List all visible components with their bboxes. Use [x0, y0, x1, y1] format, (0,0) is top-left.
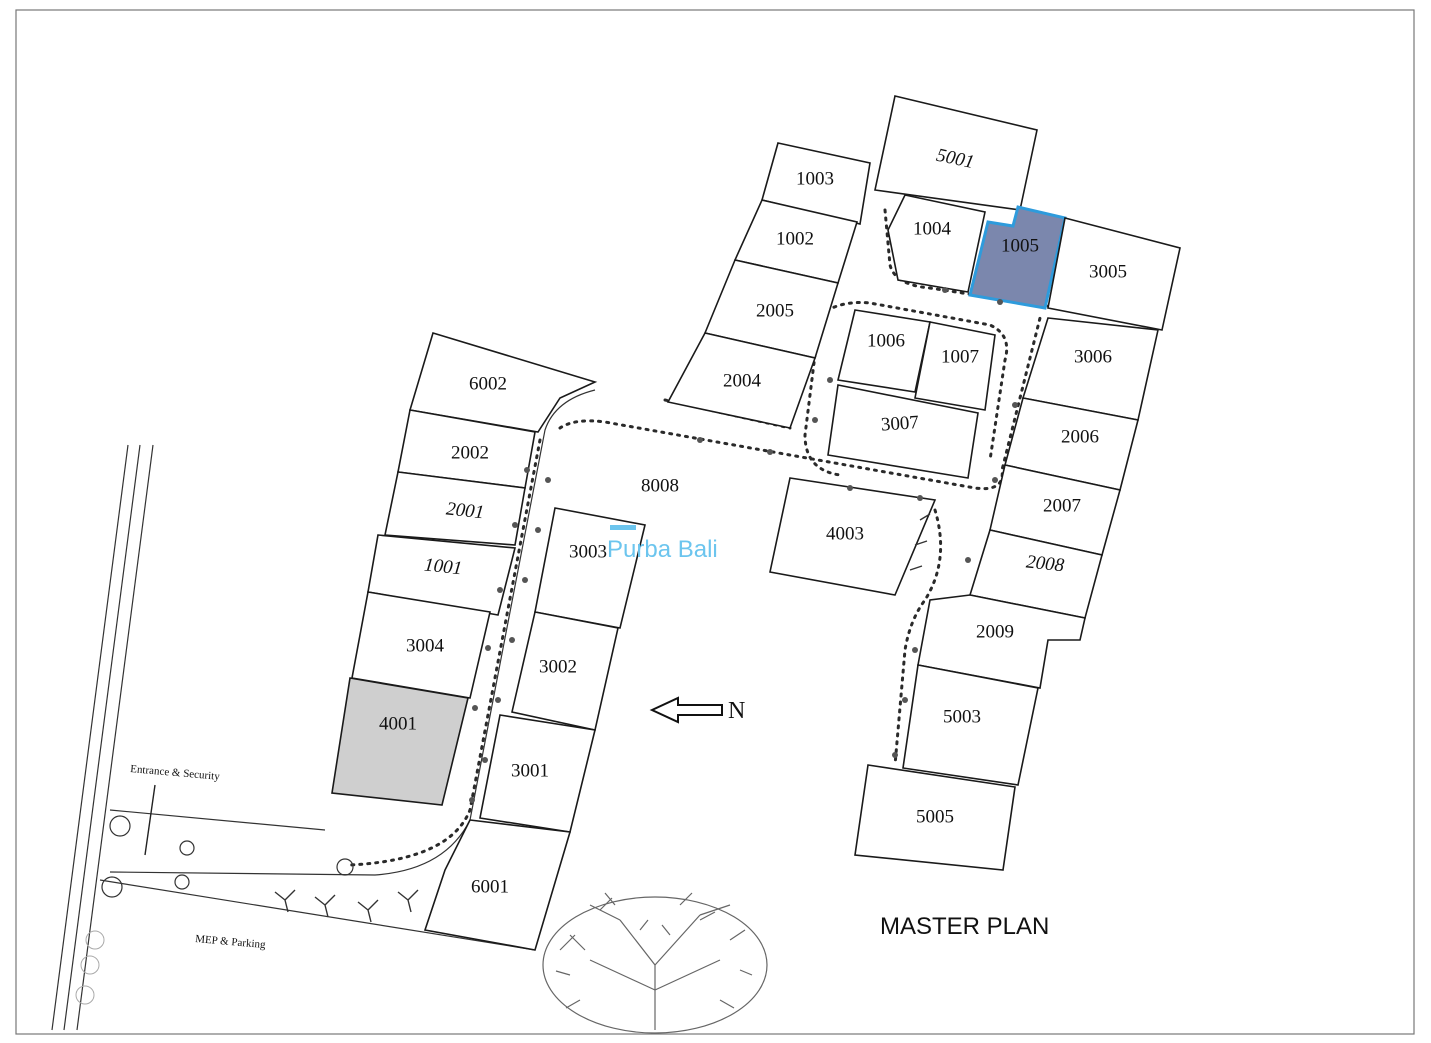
plot-1004[interactable]: 1004	[887, 194, 986, 293]
plot-3007[interactable]: 3007	[827, 384, 979, 479]
plot-6001[interactable]: 6001	[423, 819, 572, 951]
plots: 5001 1003 1002 1004 1005 3005 2005 2004	[331, 95, 1181, 951]
plot-2001[interactable]: 2001	[384, 471, 526, 546]
plot-2006[interactable]: 2006	[1004, 397, 1139, 491]
plot-label: 8008	[641, 475, 679, 496]
plot-2004[interactable]: 2004	[666, 332, 817, 429]
plot-4001[interactable]: 4001	[331, 677, 469, 806]
plot-label: 5003	[943, 706, 981, 727]
parking-label: MEP & Parking	[195, 933, 267, 951]
plot-label: 4003	[826, 523, 864, 544]
plot-label: 1002	[776, 228, 814, 249]
plot-label: 3001	[511, 760, 549, 781]
watermark: Purba Bali	[607, 525, 718, 563]
plot-5001[interactable]: 5001	[874, 95, 1038, 211]
plot-3003[interactable]: 3003	[534, 507, 646, 629]
plot-label: 2001	[445, 498, 485, 523]
plot-label: 4001	[379, 713, 417, 734]
plot-label: 3004	[406, 635, 445, 656]
plot-label: 6001	[471, 876, 509, 897]
plot-5005[interactable]: 5005	[854, 764, 1016, 871]
plot-label: 3003	[569, 541, 607, 562]
plot-6002[interactable]: 6002	[408, 332, 598, 433]
entrance-label: Entrance & Security	[130, 763, 221, 783]
north-label: N	[728, 698, 745, 724]
entrance-security: Entrance & Security	[130, 763, 221, 856]
plot-label: 5005	[916, 806, 954, 827]
plot-label: 3007	[880, 412, 919, 436]
plot-label: 3006	[1074, 346, 1112, 367]
plot-2009[interactable]: 2009	[917, 594, 1086, 689]
plot-label: 3002	[539, 656, 577, 677]
plot-label: 2006	[1061, 426, 1099, 447]
plot-label: 1007	[941, 346, 979, 367]
plot-5003[interactable]: 5003	[902, 664, 1039, 786]
plot-1003[interactable]: 1003	[761, 142, 871, 225]
plot-label: 1004	[913, 218, 952, 239]
watermark-text: Purba Bali	[607, 536, 718, 563]
plot-label: 2009	[976, 621, 1014, 642]
north-arrow: N	[649, 696, 745, 724]
plot-3005[interactable]: 3005	[1047, 217, 1181, 331]
main-road	[51, 444, 154, 1031]
plot-2005[interactable]: 2005	[703, 259, 840, 359]
plot-1006[interactable]: 1006	[837, 309, 931, 393]
map-title: MASTER PLAN	[880, 913, 1049, 940]
plot-label: 3005	[1089, 261, 1127, 282]
tree-sketch	[542, 892, 768, 1034]
plot-label: 1006	[867, 330, 905, 351]
plot-1002[interactable]: 1002	[733, 199, 859, 284]
plot-label: 1001	[423, 554, 463, 579]
plot-label: 1003	[796, 168, 834, 189]
plot-label: 2004	[723, 370, 762, 391]
plot-label: 2002	[451, 442, 489, 463]
plot-label: 2008	[1025, 551, 1065, 576]
plot-3001[interactable]: 3001	[479, 714, 596, 833]
plot-label: 1005	[1001, 235, 1039, 256]
plot-3004[interactable]: 3004	[351, 591, 491, 699]
landscaping	[75, 287, 1018, 1005]
plot-label: 2007	[1043, 495, 1081, 516]
plot-label: 6002	[469, 373, 507, 394]
page-frame	[15, 9, 1415, 1035]
plot-1001[interactable]: 1001	[367, 534, 517, 616]
plot-1007[interactable]: 1007	[914, 321, 996, 411]
plot-3002[interactable]: 3002	[511, 611, 619, 731]
plot-8008[interactable]: 8008	[641, 475, 679, 496]
plot-4003[interactable]: 4003	[769, 477, 937, 596]
plot-label: 2005	[756, 300, 794, 321]
